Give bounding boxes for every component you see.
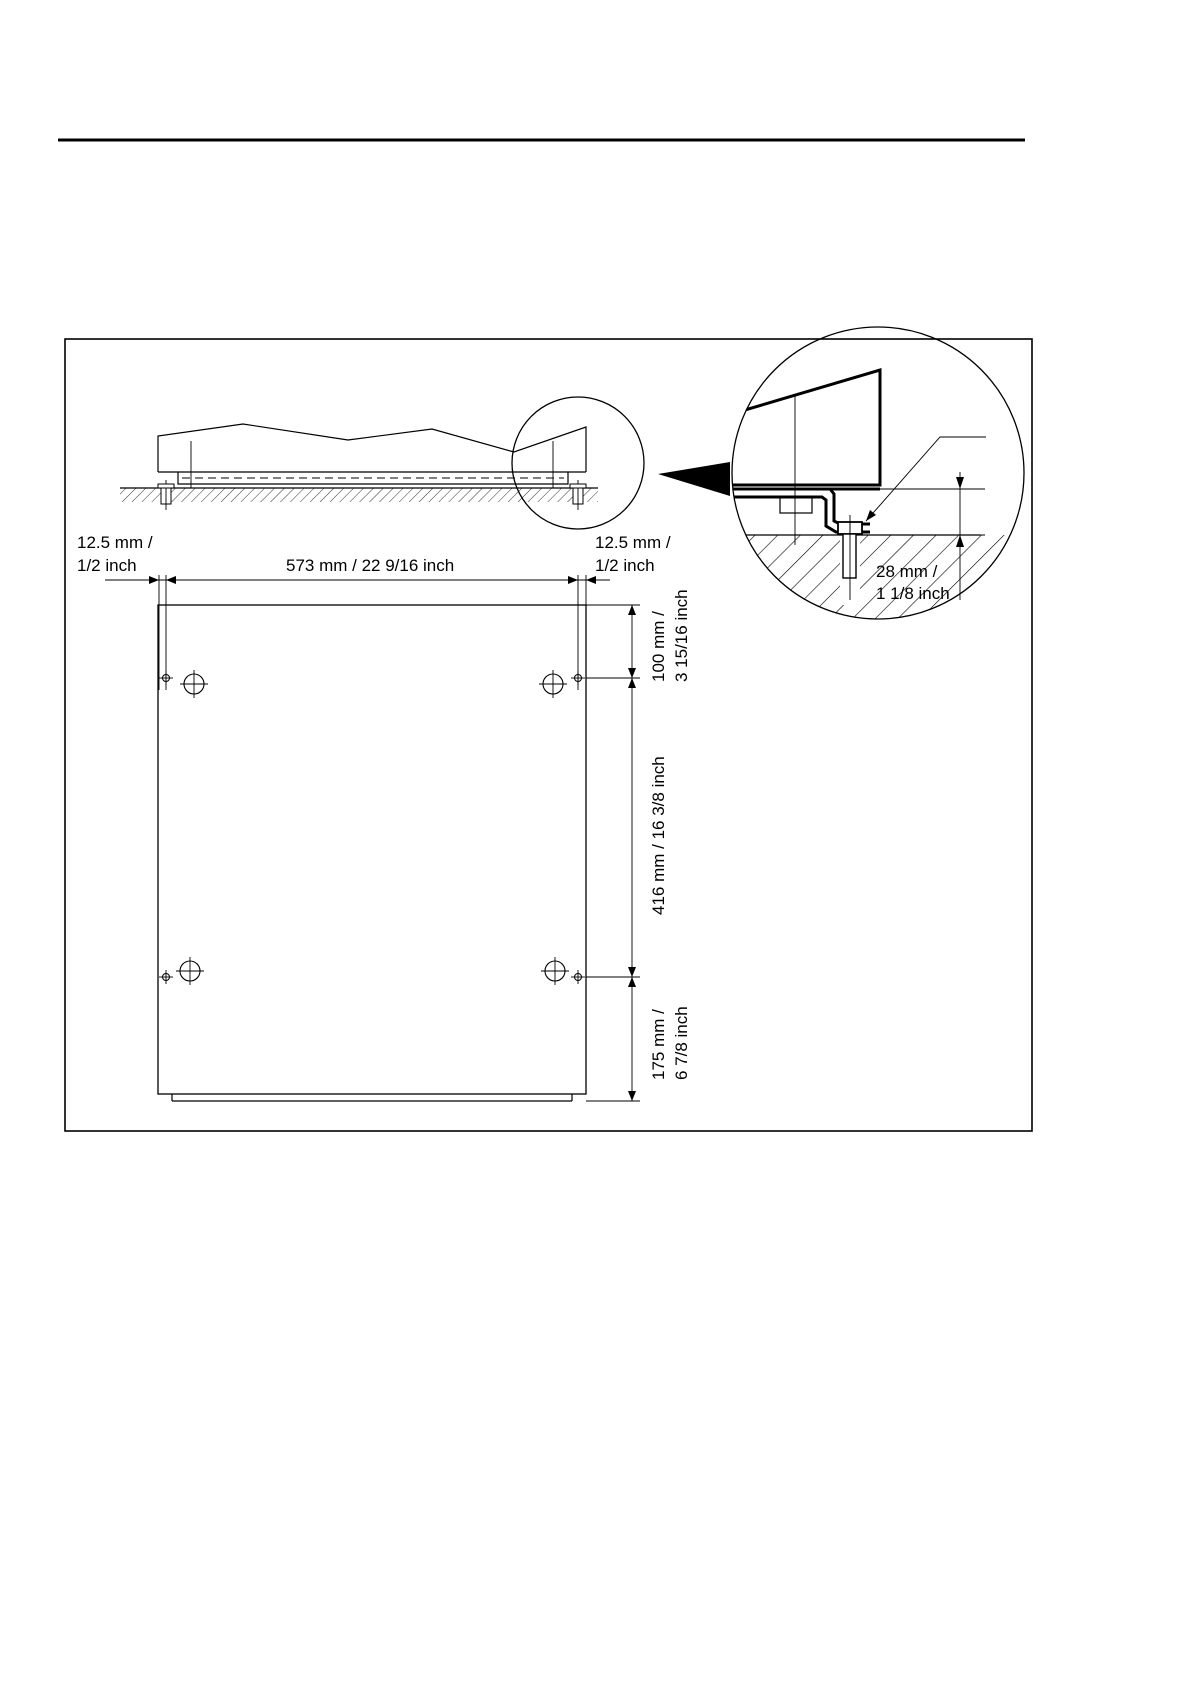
mounting-plate: [158, 605, 586, 1094]
foot-hole-top-left: [180, 670, 208, 698]
bottom-offset-label-line2: 6 7/8 inch: [672, 1006, 691, 1080]
top-offset-label-line1: 100 mm /: [649, 611, 668, 682]
mounting-hole-bottom-right: [571, 970, 585, 984]
left-margin-label-line1: 12.5 mm /: [77, 533, 153, 552]
foot-hole-top-right: [539, 670, 567, 698]
bolt-height-label-line1: 28 mm /: [876, 562, 938, 581]
mounting-hole-top-right: [571, 671, 585, 685]
top-offset-label-line2: 3 15/16 inch: [672, 589, 691, 682]
bottom-offset-label-line1: 175 mm /: [649, 1009, 668, 1080]
hole-spacing-label: 416 mm / 16 3/8 inch: [649, 756, 668, 915]
foot-hole-bottom-left: [176, 957, 204, 985]
mounting-hole-bottom-left: [159, 970, 173, 984]
device-body: [158, 424, 586, 472]
mounting-hole-top-left: [159, 671, 173, 685]
floor-hatch: [120, 488, 598, 502]
detail-view: 28 mm / 1 1/8 inch: [728, 327, 1038, 655]
detail-pointer: [658, 462, 730, 496]
right-margin-label-line1: 12.5 mm /: [595, 533, 671, 552]
top-view: 12.5 mm / 1/2 inch 573 mm / 22 9/16 inch…: [77, 533, 691, 1101]
figure-frame: [65, 339, 1032, 1131]
right-margin-label-line2: 1/2 inch: [595, 556, 655, 575]
left-margin-label-line2: 1/2 inch: [77, 556, 137, 575]
side-view: [120, 397, 644, 529]
leader-line: [866, 437, 986, 521]
bolt-height-label-line2: 1 1/8 inch: [876, 584, 950, 603]
width-label: 573 mm / 22 9/16 inch: [286, 556, 454, 575]
foot-hole-bottom-right: [541, 957, 569, 985]
